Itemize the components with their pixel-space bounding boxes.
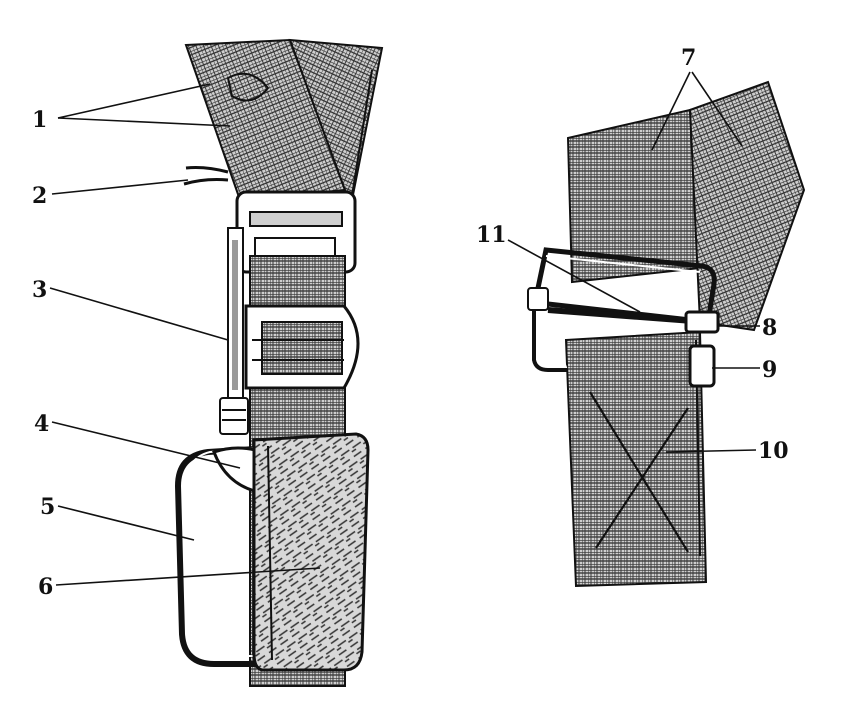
callout-9: 9 bbox=[762, 357, 777, 383]
callout-11: 11 bbox=[476, 222, 507, 248]
leader-lines bbox=[49, 71, 760, 586]
callout-8: 8 bbox=[762, 315, 777, 341]
cable-tip bbox=[219, 397, 249, 435]
buckle-tongue bbox=[684, 310, 720, 334]
buckle-keeper bbox=[688, 344, 716, 388]
callout-6: 6 bbox=[38, 574, 53, 600]
pull-ring-handle bbox=[174, 445, 271, 667]
callout-1: 1 bbox=[32, 107, 47, 133]
right-strap-assembly bbox=[527, 80, 806, 588]
callout-5: 5 bbox=[40, 494, 55, 520]
callout-4: 4 bbox=[34, 411, 49, 437]
buckle-bar bbox=[547, 307, 707, 325]
callout-3: 3 bbox=[32, 277, 47, 303]
left-strap-assembly bbox=[174, 38, 384, 687]
callout-2: 2 bbox=[32, 183, 47, 209]
callout-10: 10 bbox=[758, 438, 789, 464]
callout-labels: 1 2 3 4 5 6 7 8 9 10 11 bbox=[32, 45, 789, 600]
handle-pocket bbox=[252, 432, 370, 672]
callout-7: 7 bbox=[681, 45, 696, 71]
release-cable-ends bbox=[183, 166, 229, 186]
upper-strap-end-right bbox=[688, 80, 806, 332]
